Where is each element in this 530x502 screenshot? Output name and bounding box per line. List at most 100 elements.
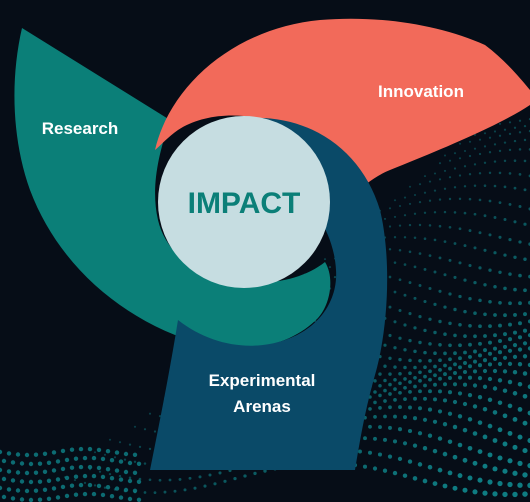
background-dot [198,475,202,479]
background-dot [407,428,413,434]
background-dot [453,307,457,312]
background-dot [492,368,498,374]
background-dot [393,320,397,324]
background-dot [417,431,423,436]
background-dot [453,211,457,214]
background-dot [388,248,392,251]
background-dot [96,465,102,471]
background-dot [87,446,93,452]
background-dot [413,396,417,401]
background-dot [383,378,387,383]
background-dot [10,478,16,483]
background-dot [438,367,442,372]
background-dot [208,473,212,477]
background-dot [51,486,57,491]
background-dot [109,476,115,481]
background-dot [362,464,368,469]
background-dot [398,381,402,386]
background-dot [132,470,138,475]
background-dot [100,492,106,498]
background-dot [55,495,61,500]
background-dot [517,482,523,488]
background-dot [153,491,157,494]
background-dot [512,417,518,422]
background-dot [497,378,503,383]
background-dot [478,353,482,358]
background-dot [513,287,517,292]
background-dot [263,469,267,473]
background-dot [413,326,417,330]
background-dot [513,186,517,190]
background-dot [363,436,367,441]
background-dot [498,134,502,137]
background-dot [463,361,467,365]
background-dot [473,147,477,150]
background-dot [493,313,497,317]
background-dot [483,312,487,317]
background-dot [518,148,522,151]
background-dot [448,176,452,179]
background-dot [472,431,478,436]
background-dot [502,344,508,349]
background-dot [422,446,428,451]
background-dot [427,433,433,438]
background-dot [408,312,412,316]
background-dot [478,341,482,346]
background-dot [478,324,482,329]
background-dot [512,343,518,348]
impact-label: IMPACT [188,187,301,220]
background-dot [498,323,502,328]
background-dot [512,330,518,335]
background-dot [468,364,472,369]
background-dot [418,406,422,411]
background-dot [418,252,422,255]
background-dot [382,437,388,442]
background-dot [517,347,523,352]
background-dot [408,281,412,285]
background-dot [518,119,522,122]
background-dot [105,485,111,490]
background-dot [473,246,477,250]
background-dot [488,136,492,139]
background-dot [527,319,530,324]
background-dot [443,305,447,309]
background-dot [138,445,142,449]
background-dot [497,400,503,405]
background-dot [403,196,407,199]
background-dot [377,452,383,457]
background-dot [448,366,452,371]
background-dot [428,224,432,227]
background-dot [393,199,397,202]
background-dot [482,490,488,496]
background-dot [418,200,422,204]
background-dot [462,427,468,433]
background-dot [413,375,417,380]
background-dot [28,461,34,467]
background-dot [78,482,84,488]
background-dot [512,370,518,375]
background-dot [113,456,117,459]
background-dot [517,460,523,466]
background-dot [408,405,412,410]
background-dot [422,478,428,484]
background-dot [518,301,522,306]
background-dot [498,201,502,205]
background-dot [60,484,66,490]
background-dot [452,382,458,387]
background-dot [403,415,407,420]
background-dot [37,461,43,466]
background-dot [213,482,217,486]
background-dot [408,250,412,254]
background-dot [443,273,447,277]
background-dot [477,420,483,425]
background-dot [388,405,392,410]
background-dot [442,483,448,489]
background-dot [100,474,106,480]
background-dot [393,387,397,391]
background-dot [432,481,438,486]
background-dot [428,254,432,257]
background-dot [178,477,182,481]
background-dot [483,334,487,338]
background-dot [123,469,129,475]
background-dot [403,323,407,327]
